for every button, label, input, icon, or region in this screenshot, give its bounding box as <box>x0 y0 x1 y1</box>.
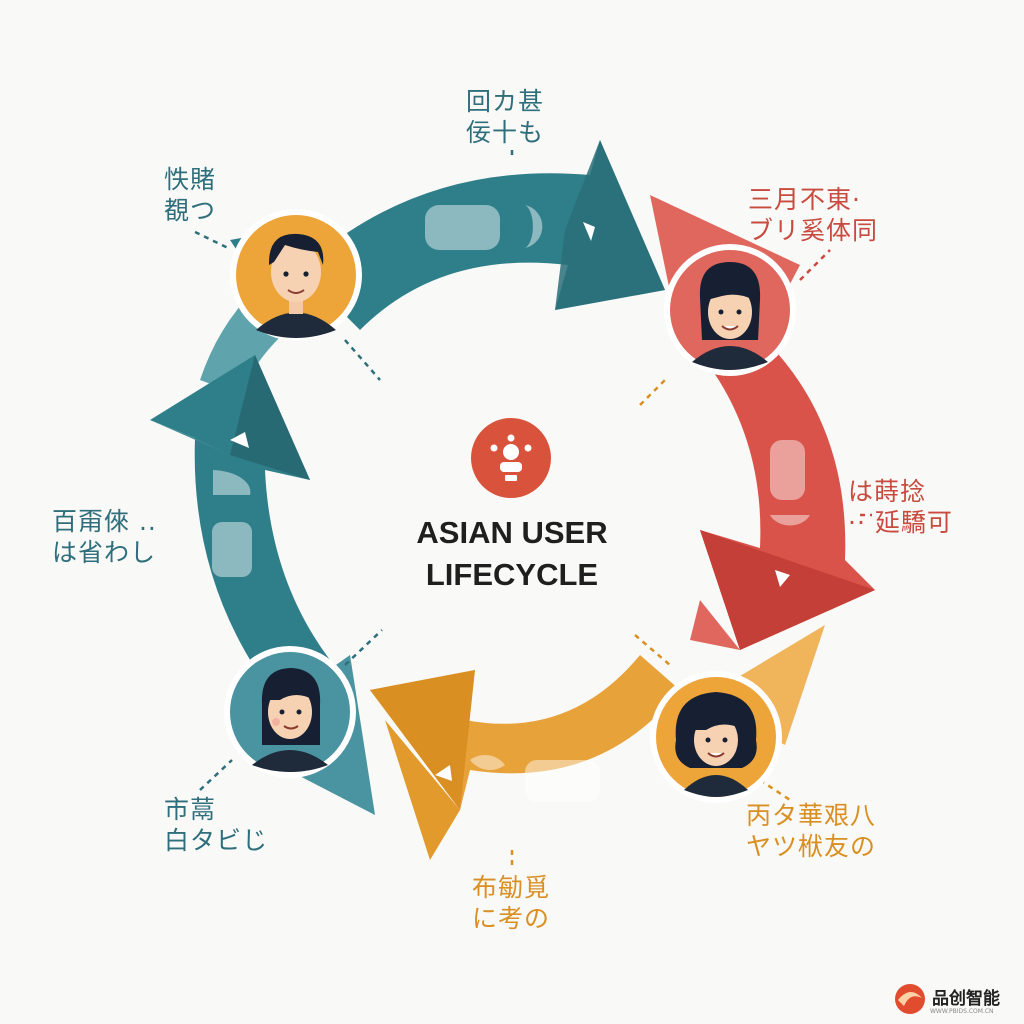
stage-label-top-right: 三月不東· ブリ奚体同 <box>748 185 879 245</box>
stage-label-left: 百甭倈 .. は省わし <box>52 507 157 567</box>
avatar-woman-bottom-right <box>650 671 782 803</box>
watermark-url: WWW.PBIDS.COM.CN <box>930 1008 994 1015</box>
center-title-line1: ASIAN USER <box>416 515 608 550</box>
avatar-man-top-left <box>230 209 362 341</box>
arrow-decorations <box>212 205 810 802</box>
watermark-brand: 品创智能 <box>932 989 1000 1009</box>
center-title: ASIAN USER LIFECYCLE <box>392 512 632 596</box>
stage-label-bottom-right: 丙タ華艰八 ヤツ栿友の <box>746 801 877 861</box>
avatar-woman-top-right <box>664 244 796 376</box>
stage-label-right: は蒔捻 ·· 延驕可 <box>848 477 953 537</box>
watermark-logo-icon <box>895 984 925 1014</box>
stage-label-top: 回カ甚 佞十も <box>466 87 545 147</box>
center-title-line2: LIFECYCLE <box>425 557 599 592</box>
arrow-tip-marks <box>230 222 790 781</box>
stage-label-bottom-left: 市蒚 白タビじ <box>164 795 269 855</box>
leader-lines <box>194 150 872 865</box>
stage-label-bottom: 布勄覓 に考の <box>472 873 551 933</box>
stage-label-top-left: 怢賭 覩つ <box>164 165 217 225</box>
avatar-woman-bottom-left <box>224 646 356 778</box>
user-network-icon <box>490 434 532 481</box>
